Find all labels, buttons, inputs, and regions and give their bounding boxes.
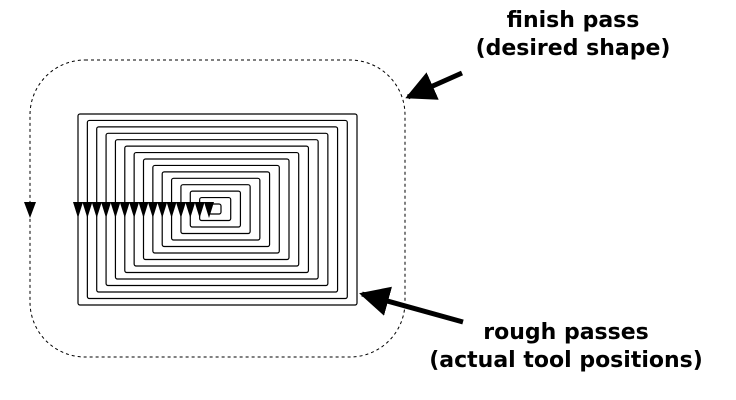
tool-position-marker-11: [166, 202, 177, 218]
rough-passes-group: [77, 113, 358, 306]
rough-pass-4: [105, 132, 329, 287]
rough-pass-7: [133, 151, 300, 267]
tool-position-marker-13: [185, 202, 196, 218]
tool-position-marker-2: [82, 202, 93, 218]
finish-pass-callout-arrow: [405, 70, 464, 100]
rough-passes-callout-arrow: [359, 286, 464, 325]
tool-position-marker-15: [204, 202, 214, 218]
tool-position-marker-7: [129, 202, 140, 218]
finish-pass-label: finish pass: [507, 8, 640, 33]
rough-pass-1: [77, 113, 358, 306]
tool-position-marker-1: [73, 202, 83, 218]
rough-pass-8: [142, 158, 290, 261]
tool-position-marker-6: [119, 202, 130, 218]
tool-position-marker-4: [101, 202, 112, 218]
rough-passes-label: rough passes: [483, 320, 649, 345]
rough-pass-11: [170, 177, 261, 241]
finish-pass-sublabel: (desired shape): [476, 36, 671, 61]
tool-position-markers: [73, 202, 214, 218]
finish-pass-direction-arrow: [24, 202, 36, 218]
tool-position-marker-12: [175, 202, 186, 218]
tool-position-marker-10: [157, 202, 168, 218]
rough-passes-sublabel: (actual tool positions): [429, 348, 703, 373]
tool-position-marker-14: [194, 202, 205, 218]
tool-position-marker-5: [110, 202, 121, 218]
rough-pass-14: [199, 196, 232, 222]
tool-position-marker-3: [91, 202, 102, 218]
tool-position-marker-9: [147, 202, 158, 218]
tool-position-marker-8: [138, 202, 149, 218]
